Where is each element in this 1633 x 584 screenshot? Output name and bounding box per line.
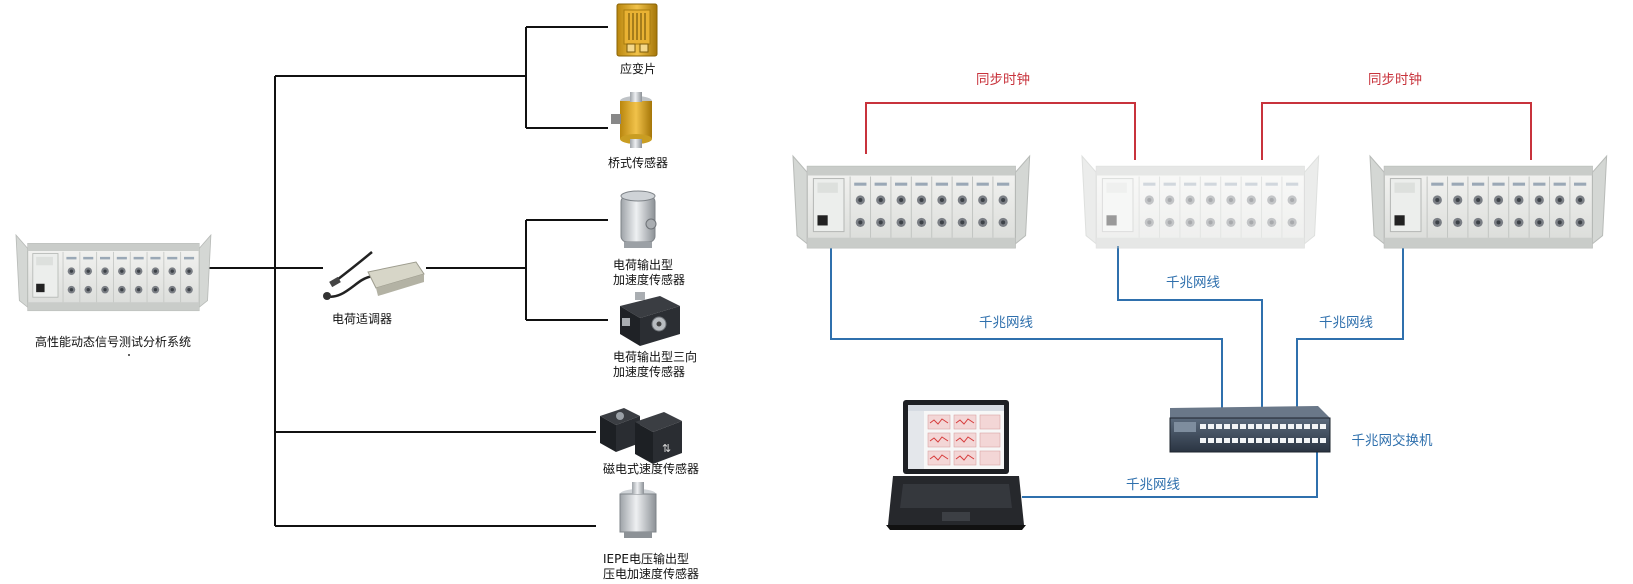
gigabit-cable-label-left: 千兆网线	[979, 315, 1033, 331]
gigabit-switch-device	[1169, 406, 1331, 453]
acquisition-rack-2	[1081, 155, 1320, 249]
tree-wires	[207, 26, 608, 527]
acquisition-rack-3	[1369, 155, 1608, 249]
iepe-label-line1: IEPE电压输出型	[603, 552, 689, 566]
system-label: 高性能动态信号测试分析系统	[34, 335, 191, 349]
triaxial-accelerometer-device	[620, 292, 680, 346]
strain-gauge-label: 应变片	[619, 62, 656, 76]
bridge-sensor-device	[611, 92, 652, 148]
charge-accelerometer-device	[620, 190, 657, 248]
laptop-device	[886, 400, 1026, 530]
charge-accel-label-line1: 电荷输出型	[613, 258, 674, 272]
magnetic-velocity-label: 磁电式速度传感器	[602, 462, 699, 476]
magnetic-velocity-sensor-device: ⇅	[600, 408, 682, 464]
sync-clock-wires	[865, 102, 1532, 160]
gigabit-cable-label-laptop: 千兆网线	[1126, 477, 1180, 493]
triaxial-accel-label-line1: 电荷输出型三向	[613, 350, 698, 364]
conditioner-label: 电荷适调器	[331, 312, 392, 326]
stray-dot	[128, 354, 130, 356]
strain-gauge-device	[616, 3, 658, 57]
gigabit-cable-label-right: 千兆网线	[1319, 315, 1373, 331]
system-rack-left	[15, 234, 212, 312]
iepe-accelerometer-device	[619, 482, 657, 538]
sync-clock-label-1: 同步时钟	[976, 72, 1030, 88]
acquisition-rack-1	[792, 155, 1031, 249]
bridge-sensor-label: 桥式传感器	[607, 156, 668, 170]
charge-accel-label-line2: 加速度传感器	[613, 273, 686, 287]
sync-clock-label-2: 同步时钟	[1368, 72, 1422, 88]
svg-text:⇅: ⇅	[662, 442, 671, 455]
network-wires	[830, 246, 1404, 498]
charge-conditioner-device	[323, 251, 425, 300]
triaxial-accel-label-line2: 加速度传感器	[613, 365, 686, 379]
gigabit-cable-label-middle: 千兆网线	[1166, 275, 1220, 291]
switch-label: 千兆网交换机	[1351, 433, 1433, 449]
iepe-label-line2: 压电加速度传感器	[603, 567, 700, 581]
